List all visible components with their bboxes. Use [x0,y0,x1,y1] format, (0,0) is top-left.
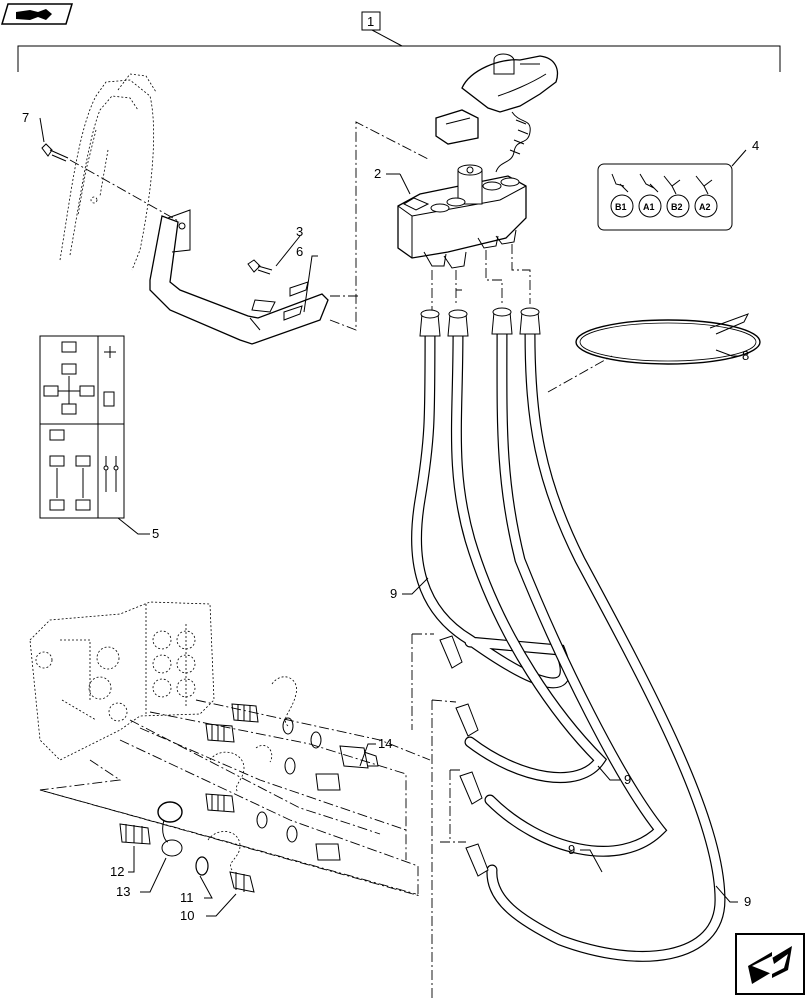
callout-1: 1 [367,14,374,29]
next-page-arrow-icon[interactable] [735,933,805,995]
callout-9-left: 9 [390,586,397,601]
bracket-6 [149,209,329,345]
function-label-a1: A1 [643,202,655,212]
bolt-3 [247,259,273,275]
loader-frame [59,73,157,271]
cable-tie-8 [575,313,761,365]
leader-lines [39,699,431,897]
function-label-b2: B2 [671,202,683,212]
callout-6: 6 [296,244,303,259]
callout-5: 5 [152,526,159,541]
callout-13: 13 [116,884,130,899]
callout-4: 4 [752,138,759,153]
callout-9-lower: 9 [568,842,575,857]
callout-12: 12 [110,864,124,879]
callout-3: 3 [296,224,303,239]
callout-14: 14 [378,736,392,751]
function-label-a2: A2 [699,202,711,212]
callout-7: 7 [22,110,29,125]
callout-9-mid: 9 [624,772,631,787]
instruction-decal-5 [39,335,125,519]
function-label-b1: B1 [615,202,627,212]
book-arrow-icon[interactable] [0,3,74,25]
couplers [119,676,379,893]
callout-9-right: 9 [744,894,751,909]
callout-10: 10 [180,908,194,923]
spool-valve-block [29,601,215,761]
callout-11: 11 [180,890,194,905]
hose-assemblies-9 [411,307,726,962]
decal-4 [597,163,733,231]
control-valve-2 [397,164,527,269]
callout-8: 8 [742,348,749,363]
callout-2: 2 [374,166,381,181]
assembly-bracket [17,11,781,72]
joystick-handle [435,53,559,173]
bolt-7 [41,143,69,162]
